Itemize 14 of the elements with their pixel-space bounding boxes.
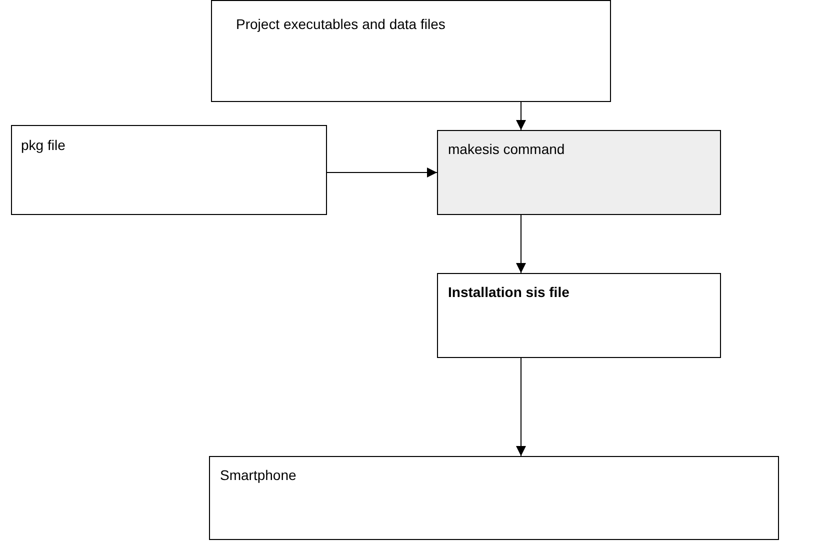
arrow <box>516 214 526 274</box>
process-box <box>437 273 721 358</box>
process-box <box>209 456 779 540</box>
process-box <box>11 125 327 215</box>
box-label: pkg file <box>21 137 66 153</box>
box-label: Installation sis file <box>448 284 570 300</box>
box-label: Project executables and data files <box>236 16 446 32</box>
box-label: makesis command <box>448 141 565 157</box>
box-label: Smartphone <box>220 467 296 483</box>
process-box <box>437 130 721 215</box>
process-box <box>211 0 611 102</box>
arrow <box>326 168 438 178</box>
arrow <box>516 358 526 456</box>
arrow <box>516 102 526 130</box>
